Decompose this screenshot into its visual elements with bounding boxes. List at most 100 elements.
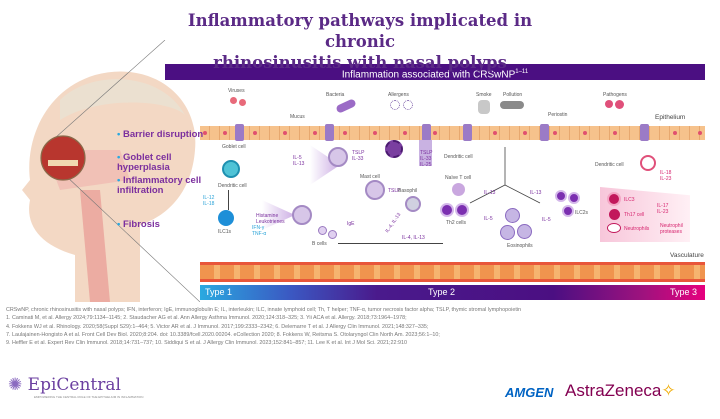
footnotes: CRSwNP, chronic rhinosinusitis with nasa… bbox=[6, 306, 718, 347]
cytokine-il5: IL-5 bbox=[542, 217, 551, 223]
cytokine-box bbox=[419, 140, 432, 166]
b-cell bbox=[328, 230, 337, 239]
goblet-cell bbox=[422, 124, 431, 141]
feature-item: • Goblet cell hyperplasia bbox=[117, 152, 172, 173]
label-pollution: Pollution bbox=[503, 92, 523, 98]
mast-cell bbox=[365, 180, 385, 200]
label-dendritic-cell: Dendritic cell bbox=[444, 154, 473, 160]
goblet-cell bbox=[463, 124, 472, 141]
label-periostin: Periostin bbox=[548, 112, 568, 118]
reference: 1. Caminati M, et al. Allergy 2024;79:11… bbox=[6, 315, 407, 322]
epicentral-logo-icon: ✺ bbox=[8, 375, 23, 395]
label-b-cells: B cells bbox=[312, 241, 327, 247]
feature-item: • Fibrosis bbox=[117, 219, 160, 230]
goblet-cell bbox=[640, 124, 649, 141]
cytokines-il4-il13: IL-4, IL-13 bbox=[384, 211, 403, 235]
eosinophil bbox=[517, 224, 532, 239]
label-mucus: Mucus bbox=[290, 114, 305, 120]
astrazeneca-symbol-icon: ✧ bbox=[661, 381, 676, 400]
cytokine-il13: IL-13 bbox=[484, 190, 496, 196]
goblet-cell bbox=[540, 124, 549, 141]
goblet-cell bbox=[235, 124, 244, 141]
cell bbox=[328, 147, 348, 167]
label-goblet-cell: Goblet cell bbox=[222, 144, 246, 150]
title-line-1: Inflammatory pathways implicated in chro… bbox=[187, 11, 533, 51]
section-banner: Inflammation associated with CRSwNP1–11 bbox=[165, 64, 705, 80]
ilc1-cell bbox=[218, 210, 234, 226]
label-th17-cell: Th17 cell bbox=[624, 212, 645, 218]
abbreviations: CRSwNP, chronic rhinosinusitis with nasa… bbox=[6, 307, 522, 313]
feature-item: • Inflammatory cell infiltration bbox=[117, 175, 202, 196]
b-cell bbox=[318, 226, 327, 235]
label-neutrophils: Neutrophils bbox=[624, 226, 650, 232]
basophil-cell bbox=[405, 196, 421, 212]
astrazeneca-logo: AstraZeneca✧ bbox=[565, 381, 676, 400]
label-ige: IgE bbox=[347, 221, 355, 227]
bacteria-icon bbox=[335, 98, 357, 114]
type-3-label: Type 3 bbox=[669, 287, 697, 297]
dendritic-cell bbox=[222, 160, 240, 178]
dendritic-cell bbox=[640, 155, 656, 171]
label-ilc1: ILC1s bbox=[218, 229, 232, 235]
goblet-cell bbox=[325, 124, 334, 141]
arrows bbox=[469, 147, 541, 204]
label-eosinophils: Eosinophils bbox=[507, 243, 533, 249]
ilc3-cell bbox=[607, 192, 621, 206]
reference: 7. Laulajainen-Hongisto A et al. Front C… bbox=[6, 331, 440, 338]
virus-icon bbox=[239, 99, 246, 106]
th2-cell bbox=[440, 203, 454, 217]
page-title: Inflammatory pathways implicated in chro… bbox=[150, 10, 570, 73]
ilc2-cell bbox=[568, 192, 580, 204]
eosinophil bbox=[500, 225, 515, 240]
smoke-icon bbox=[478, 100, 490, 114]
nasal-cavity-magnified bbox=[40, 135, 86, 181]
vasculature-layer bbox=[200, 262, 705, 282]
cytokine-il13: IL-13 bbox=[530, 190, 542, 196]
label-epithelium: Epithelium bbox=[655, 114, 686, 121]
pathogen-icon bbox=[615, 100, 624, 109]
arrow bbox=[228, 190, 229, 210]
allergen-icon bbox=[390, 100, 400, 110]
dendritic-cell bbox=[385, 140, 403, 158]
pollution-icon bbox=[500, 101, 524, 109]
label-ilc2s: ILC2s bbox=[575, 210, 589, 216]
cytokines-il4-il13: IL-4, IL-13 bbox=[402, 235, 425, 241]
epithelium-layer bbox=[200, 126, 705, 140]
label-ilc3: ILC3 bbox=[624, 197, 635, 203]
type-2-label: Type 2 bbox=[428, 287, 456, 297]
feature-item: • Barrier disruption bbox=[117, 129, 204, 140]
reference: 4. Fokkens WJ et al. Rhinology. 2020;58(… bbox=[6, 323, 429, 330]
amgen-logo: AMGEN bbox=[505, 385, 554, 400]
label-dendritic-cell: Dendritic cell bbox=[218, 183, 247, 189]
cell bbox=[292, 205, 312, 225]
label-neutrophil-proteases: Neutrophil proteases bbox=[660, 223, 683, 235]
pathogen-icon bbox=[605, 100, 613, 108]
virus-icon bbox=[230, 97, 237, 104]
ilc2-cell bbox=[555, 190, 567, 202]
label-basophil: Basophil bbox=[398, 188, 418, 194]
label-th2-cells: Th2 cells bbox=[446, 220, 467, 226]
head-illustration bbox=[22, 40, 200, 302]
label-dendritic-cell: Dendritic cell bbox=[595, 162, 624, 168]
cytokine-il5: IL-5 bbox=[484, 216, 493, 222]
ilc2-cell bbox=[562, 205, 574, 217]
label-mast-cell: Mast cell bbox=[360, 174, 380, 180]
th17-cell bbox=[609, 209, 620, 220]
title-line-2: rhinosinusitis with nasal polyps bbox=[213, 53, 507, 72]
neutrophil bbox=[607, 223, 621, 233]
inflammation-type-bar: Type 1 Type 2 Type 3 bbox=[200, 285, 705, 300]
label-smoke: Smoke bbox=[476, 92, 492, 98]
naive-t-cell bbox=[452, 183, 465, 196]
type-1-label: Type 1 bbox=[205, 287, 233, 297]
label-bacteria: Bacteria bbox=[326, 92, 345, 98]
allergen-icon bbox=[403, 100, 413, 110]
